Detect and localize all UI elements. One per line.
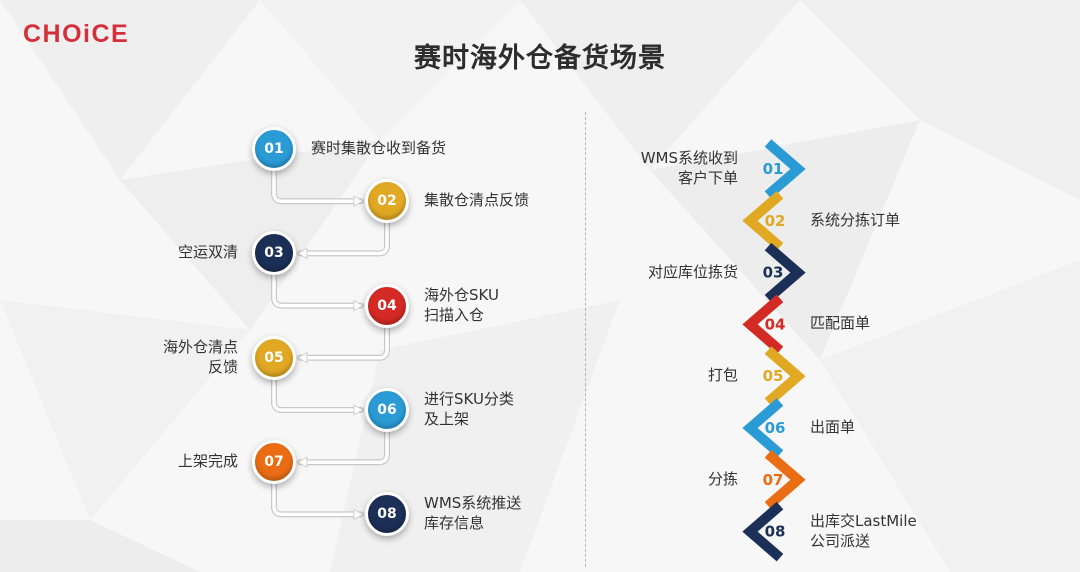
right-step-01-label: WMS系统收到客户下单 [641,148,738,188]
right-step-04-number: 04 [765,315,786,333]
right-step-02-chevron [742,191,784,251]
left-step-08-label: WMS系统推送库存信息 [424,493,521,533]
right-step-03-label: 对应库位拣货 [648,262,738,282]
right-step-label-line: 打包 [707,366,738,385]
right-step-label-line: 出库交LastMile [810,511,917,530]
right-step-07-number: 07 [763,471,784,489]
left-step-label-line: 海外仓清点 [162,337,238,356]
right-step-label-line: 出面单 [810,418,856,436]
left-connector [298,430,389,464]
left-step-number: 02 [377,193,397,210]
right-step-08-number: 08 [765,523,786,541]
right-step-label-line: 系统分拣订单 [810,210,901,229]
left-step-label-line: 空运双清 [177,243,238,262]
right-step-03-number: 03 [763,264,784,282]
right-step-06-number: 06 [765,419,786,437]
left-connector [298,325,389,360]
left-step-label-line: 集散仓清点反馈 [424,191,530,210]
center-divider [585,112,586,567]
left-step-08-circle: 08 [365,492,409,537]
left-connector [272,169,363,203]
choice-logo: CHOiCE [23,20,130,48]
left-step-label-line: 进行SKU分类 [424,390,514,408]
left-connector-arrowhead [297,247,308,260]
right-step-label-line: 客户下单 [677,169,738,187]
left-step-label-line: 库存信息 [424,514,485,533]
right-step-label-line: 匹配面单 [810,314,871,333]
left-connector-arrowhead [353,508,364,521]
right-step-01-chevron [764,139,806,199]
left-step-05-circle: 05 [252,335,296,380]
left-connector-arrowhead [353,299,364,312]
left-step-number: 07 [264,454,284,471]
left-step-06-label: 进行SKU分类及上架 [424,389,514,429]
right-step-label-line: 公司派送 [810,531,871,550]
right-step-03-chevron [764,242,806,303]
left-connector-arrowhead [297,352,308,364]
right-step-04-label: 匹配面单 [810,313,870,333]
right-step-07-chevron [764,450,806,510]
right-step-label-line: 对应库位拣货 [647,262,738,281]
right-step-06-chevron [742,398,784,458]
left-step-04-circle: 04 [365,283,409,328]
left-step-07-circle: 07 [252,440,296,485]
left-connector-arrowhead [353,404,364,416]
left-step-number: 06 [377,402,397,418]
left-connector [272,273,363,308]
left-connector [272,378,363,412]
left-step-02-label: 集散仓清点反馈 [424,190,529,210]
left-step-label-line: 赛时集散仓收到备货 [311,139,447,157]
right-step-05-label: 打包 [708,365,738,385]
left-step-01-circle: 01 [252,127,296,171]
right-step-05-chevron [764,346,806,406]
right-step-08-chevron [742,501,784,562]
left-step-label-line: 及上架 [424,410,470,428]
left-step-05-label: 海外仓清点反馈 [163,337,238,377]
left-step-07-label: 上架完成 [178,451,238,471]
left-step-06-circle: 06 [365,388,409,432]
left-step-number: 03 [264,245,284,262]
left-step-03-circle: 03 [252,231,296,276]
right-step-01-number: 01 [763,160,784,178]
left-step-number: 04 [377,297,397,314]
left-step-number: 08 [377,506,397,523]
left-step-label-line: 扫描入仓 [424,305,485,324]
left-step-03-label: 空运双清 [178,242,238,262]
left-step-label-line: 上架完成 [177,452,238,471]
left-step-number: 05 [264,349,284,366]
right-step-label-line: WMS系统收到 [640,149,738,167]
right-step-02-number: 02 [765,212,786,230]
left-connector-arrowhead [353,195,364,207]
left-step-label-line: WMS系统推送 [424,494,522,513]
right-step-07-label: 分拣 [708,469,738,489]
page-title: 赛时海外仓备货场景 [414,43,666,74]
left-connector [272,482,363,517]
right-step-02-label: 系统分拣订单 [810,210,900,230]
left-step-01-label: 赛时集散仓收到备货 [311,138,446,158]
left-step-label-line: 反馈 [207,357,238,376]
left-connector-arrowhead [297,456,308,468]
right-step-04-chevron [742,294,784,355]
left-step-02-circle: 02 [365,179,409,224]
right-step-06-label: 出面单 [810,417,855,437]
right-step-label-line: 分拣 [707,469,738,488]
left-step-label-line: 海外仓SKU [424,285,499,304]
right-step-05-number: 05 [763,367,784,385]
left-step-number: 01 [264,141,284,157]
left-connector [298,221,389,256]
